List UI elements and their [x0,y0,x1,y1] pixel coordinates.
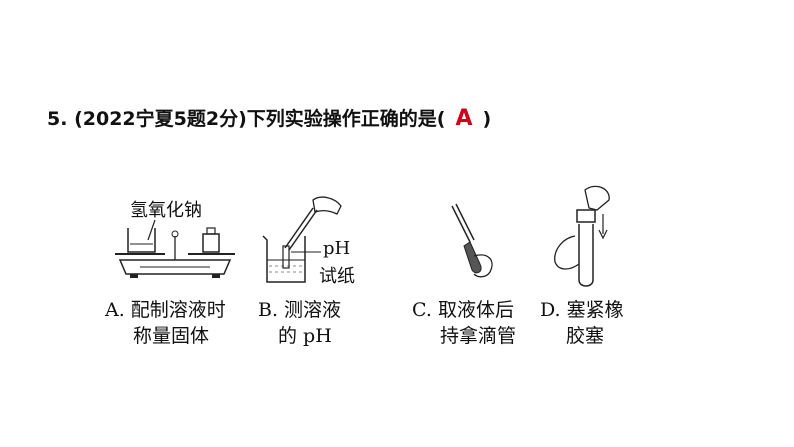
caption-b-line2: 的 pH [278,325,332,347]
caption-d-line1: D. 塞紧橡 [540,299,624,321]
balance-drawing [115,219,235,278]
question-close: ) [482,108,492,130]
question-text: 下列实验操作正确的是( [246,108,446,130]
caption-a: A. 配制溶液时 称量固体 [105,297,226,349]
caption-b: B. 测溶液 的 pH [258,297,341,349]
caption-d: D. 塞紧橡 胶塞 [540,297,624,349]
caption-c-line2: 持拿滴管 [440,325,517,347]
caption-a-line2: 称量固体 [133,325,210,347]
dropper-drawing [451,203,493,278]
ph-label: pH [323,238,351,259]
caption-d-line2: 胶塞 [566,325,605,347]
test-paper-label: 试纸 [319,266,355,287]
figure-c-dropper [440,190,510,290]
figure-d-stopper [545,180,625,295]
question-source: (2022宁夏5题2分) [74,108,247,130]
caption-c-line1: C. 取液体后 [412,299,514,321]
naoh-label: 氢氧化钠 [130,200,202,221]
figure-b-ph-test: pH 试纸 [255,190,375,300]
figure-a-balance: 氢氧化钠 [100,190,250,300]
question-stem: 5. (2022宁夏5题2分)下列实验操作正确的是( A) [47,104,491,131]
caption-b-line1: B. 测溶液 [258,299,342,321]
ph-test-drawing [262,196,342,283]
stopper-drawing [554,185,610,287]
caption-c: C. 取液体后 持拿滴管 [412,297,516,349]
answer-text: A [455,106,473,131]
question-number: 5. [47,108,68,130]
caption-a-line1: A. 配制溶液时 [105,299,226,321]
